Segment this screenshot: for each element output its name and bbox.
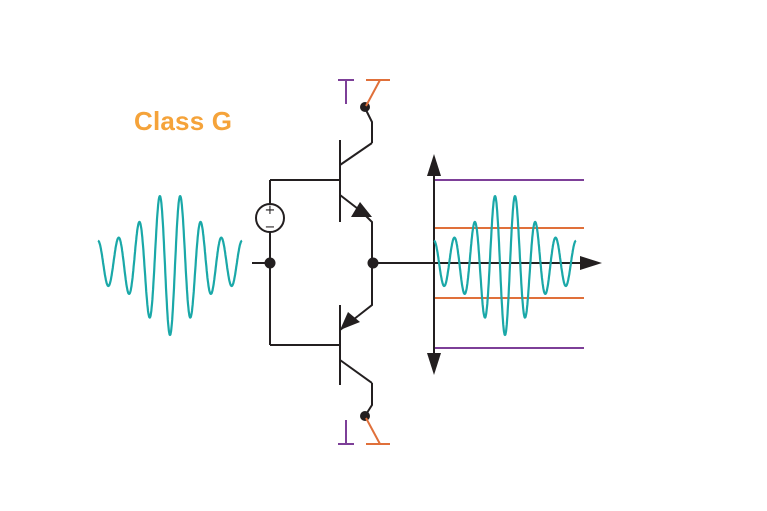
upper-switch-node [360,102,370,112]
bias-voltage-source: + − [255,203,285,235]
source-plus-sign: + [265,203,276,218]
upper-inner-rail-symbol [365,79,390,107]
lower-outer-rail-symbol [338,420,354,445]
lower-switch-node [360,411,370,421]
lower-collector-wire [364,383,373,417]
lower-pnp-transistor [339,305,373,385]
output-node [367,257,379,269]
output-signal-waveform [433,195,577,337]
input-signal-waveform [97,195,243,337]
lower-inner-rail-symbol [365,417,390,445]
output-plot-axes [420,154,602,375]
lower-supply-rails [338,417,390,445]
upper-supply-rails [338,79,390,107]
diagram-title: Class G [134,106,233,136]
time-axis-arrow [580,256,602,270]
upper-npn-transistor [339,140,373,222]
source-minus-sign: − [265,220,276,235]
upper-collector-wire [364,107,373,143]
upper-outer-rail-symbol [338,79,354,104]
input-node [264,257,276,269]
vertical-axis-up-arrow [427,154,441,176]
vertical-axis-down-arrow [427,353,441,375]
